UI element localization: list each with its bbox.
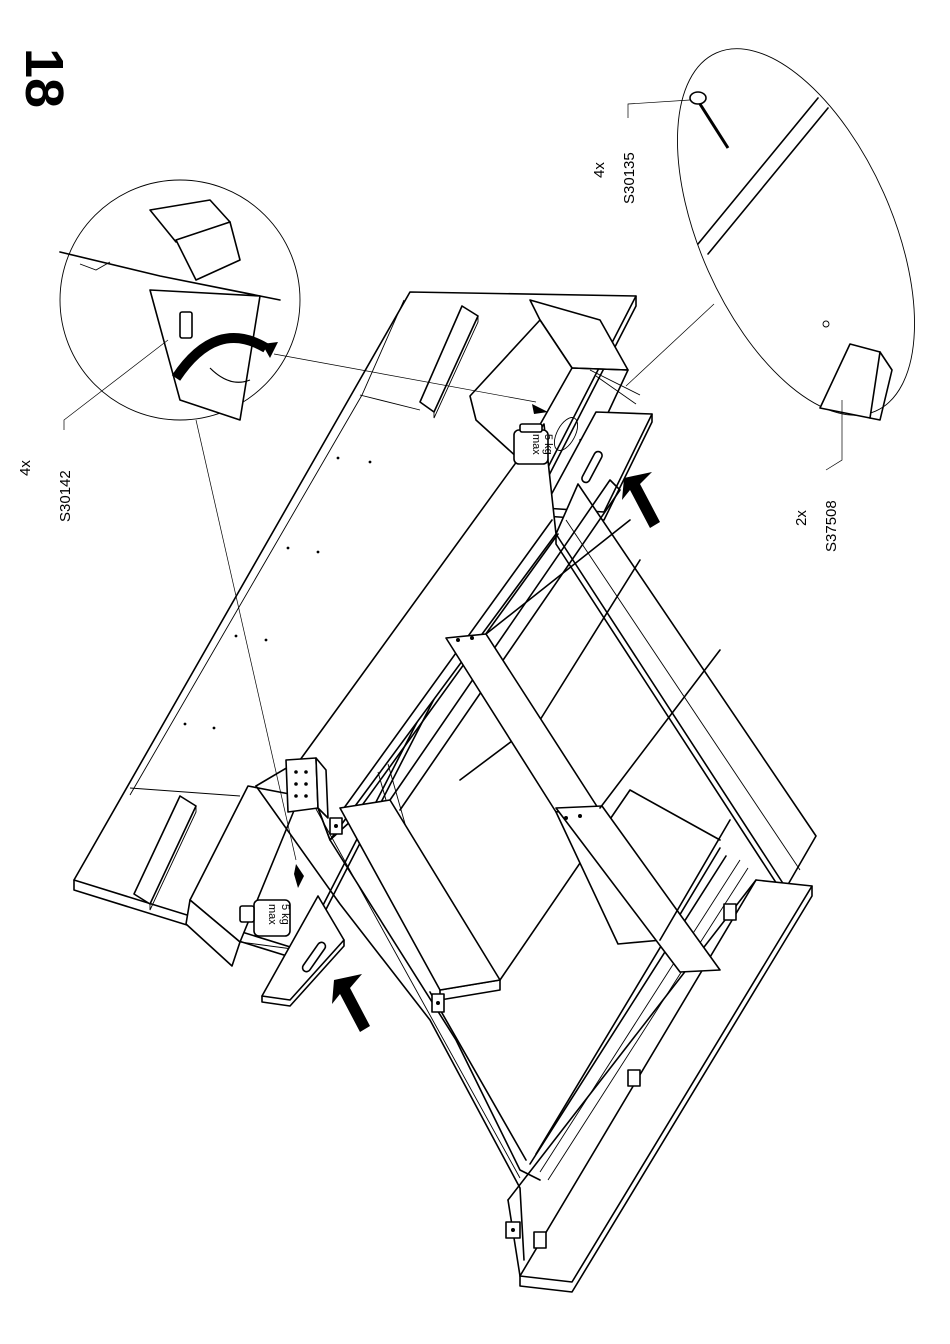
footboard-fitting-3 <box>534 1232 546 1248</box>
rail-bracket-1 <box>330 818 342 834</box>
handle-quantity: 2x <box>793 510 810 526</box>
footboard-fitting-2 <box>628 1070 640 1086</box>
wood-screw-quantity: 4x <box>591 162 608 178</box>
max-weight-label-left-line2: 5 kg <box>279 904 291 925</box>
rail-bracket-2 <box>432 994 444 1012</box>
detail-ellipse-wood-screw <box>629 14 950 450</box>
cam-screw-part-code: S30142 <box>57 470 74 522</box>
handle-part-code: S37508 <box>823 500 840 552</box>
cam-screw-quantity: 4x <box>17 460 34 476</box>
corner-bracket <box>286 758 328 818</box>
slat-1 <box>446 634 598 812</box>
max-weight-label-left-line1: max <box>266 904 278 925</box>
max-weight-label-right-line1: max <box>530 434 542 455</box>
detail-circle-cam-screw <box>60 180 300 420</box>
rail-bracket-3 <box>506 1222 520 1238</box>
max-weight-label-right-line2: 5 kg <box>542 434 554 455</box>
push-arrow-left <box>332 974 370 1032</box>
step-number: 18 <box>14 48 74 108</box>
footboard-fitting-1 <box>724 904 736 920</box>
wood-screw-part-code: S30135 <box>621 152 638 204</box>
push-arrow-right <box>622 472 660 528</box>
